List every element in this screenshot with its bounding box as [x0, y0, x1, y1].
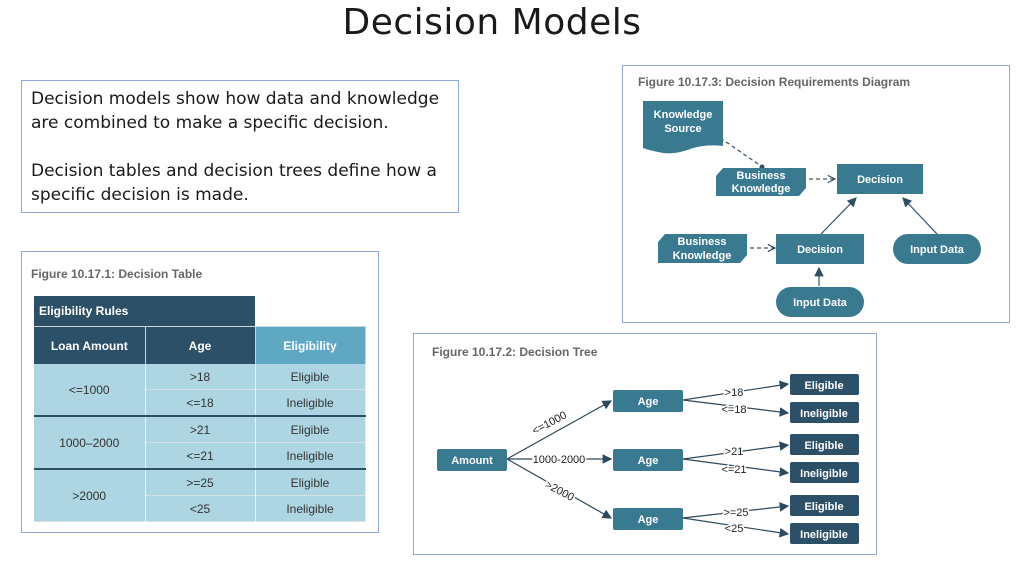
leaf-label: Eligible — [804, 501, 843, 513]
age-cell: <25 — [145, 495, 256, 522]
age-node-label: Age — [638, 514, 659, 526]
decision-bottom-label: Decision — [797, 244, 843, 256]
amount-cell: <=1000 — [34, 364, 146, 417]
amount-cell: 1000–2000 — [34, 416, 146, 470]
decision-top-node: Decision — [837, 164, 923, 194]
tree-leaf-eligible: Eligible — [790, 495, 859, 516]
tree-age-node: Age — [613, 449, 683, 471]
decision-tree-caption: Figure 10.17.2: Decision Tree — [432, 345, 598, 359]
edge-root-branch-1 — [506, 400, 613, 460]
edge-leaf — [682, 441, 790, 460]
drd-diagram: Knowledge Source Business Knowledge Deci… — [643, 101, 981, 317]
branch-condition-1: <=1000 — [530, 409, 569, 437]
tree-leaf-eligible: Eligible — [790, 374, 859, 395]
branch-condition-3: >2000 — [543, 479, 576, 504]
result-cell: Eligible — [255, 469, 366, 496]
column-header-eligibility: Eligibility — [255, 326, 366, 364]
bk-top-label-2: Knowledge — [732, 183, 791, 195]
tree-leaf-ineligible: Ineligible — [790, 402, 859, 423]
drd-panel: Figure 10.17.3: Decision Requirements Di… — [622, 65, 1010, 323]
decision-table: Eligibility Rules Loan Amount Age Eligib… — [34, 296, 366, 522]
age-cell: >18 — [145, 364, 256, 390]
result-cell: Eligible — [255, 416, 366, 443]
input-data-right-node: Input Data — [893, 234, 981, 264]
edge-leaf — [682, 517, 790, 538]
leaf-condition: >=25 — [723, 507, 748, 519]
description-textbox: Decision models show how data and knowle… — [21, 80, 459, 213]
leaf-edges — [682, 380, 790, 538]
knowledge-source-label-1: Knowledge — [654, 109, 713, 121]
tree-age-node: Age — [613, 508, 683, 530]
tree-leaf-ineligible: Ineligible — [790, 462, 859, 483]
column-header-age: Age — [145, 326, 256, 364]
edge-leaf — [682, 380, 790, 401]
age-cell: <=18 — [145, 389, 256, 417]
result-cell: Ineligible — [255, 495, 366, 522]
leaf-condition: <=18 — [721, 404, 746, 416]
branch-condition-2: 1000-2000 — [533, 454, 586, 466]
age-node-label: Age — [638, 396, 659, 408]
amount-cell: >2000 — [34, 469, 146, 522]
age-cell: >=25 — [145, 469, 256, 496]
business-knowledge-bottom-node: Business Knowledge — [658, 234, 747, 263]
leaf-condition: >18 — [725, 387, 744, 399]
tree-root-node: Amount — [437, 449, 507, 471]
age-cell: >21 — [145, 416, 256, 443]
bk-bottom-label-1: Business — [678, 236, 727, 248]
decision-top-label: Decision — [857, 174, 903, 186]
decision-bottom-to-decision-top — [820, 197, 857, 235]
business-knowledge-top-node: Business Knowledge — [716, 168, 806, 196]
decision-tree-panel: Figure 10.17.2: Decision Tree <=1000 100… — [413, 333, 877, 555]
table-row: >2000 >=25 Eligible — [34, 469, 366, 522]
decision-bottom-node: Decision — [776, 234, 864, 264]
leaf-condition: <=21 — [721, 464, 746, 476]
description-paragraph-2: Decision tables and decision trees defin… — [31, 161, 437, 205]
eligibility-rules-header: Eligibility Rules — [34, 296, 255, 327]
age-node-label: Age — [638, 455, 659, 467]
leaf-label: Eligible — [804, 380, 843, 392]
leaf-label: Eligible — [804, 440, 843, 452]
edge-leaf — [682, 458, 790, 477]
leaf-label: Ineligible — [800, 468, 848, 480]
result-cell: Ineligible — [255, 389, 366, 417]
input-data-right-label: Input Data — [910, 244, 965, 256]
bk-bottom-label-2: Knowledge — [673, 250, 732, 262]
ks-to-bk-connector — [702, 125, 762, 167]
edge-leaf — [682, 399, 790, 417]
drd-caption: Figure 10.17.3: Decision Requirements Di… — [638, 75, 911, 89]
table-row: <=18 Ineligible — [34, 389, 366, 417]
input-data-bottom-label: Input Data — [793, 297, 848, 309]
table-row: 1000–2000 >21 Eligible — [34, 416, 366, 470]
knowledge-source-node: Knowledge Source — [643, 101, 723, 154]
edge-leaf — [682, 502, 790, 519]
input-right-to-decision-top — [902, 197, 938, 235]
result-cell: Eligible — [255, 364, 366, 390]
age-cell: <=21 — [145, 442, 256, 470]
table-row: <=21 Ineligible — [34, 442, 366, 470]
tree-leaf-eligible: Eligible — [790, 434, 859, 455]
slide-title: Decision Models — [342, 2, 642, 43]
knowledge-source-label-2: Source — [664, 123, 701, 135]
input-data-bottom-node: Input Data — [776, 287, 864, 317]
edge-root-branch-3 — [506, 458, 613, 519]
decision-table-caption: Figure 10.17.1: Decision Table — [31, 267, 203, 281]
bk-top-label-1: Business — [737, 170, 786, 182]
decision-tree-diagram: <=1000 1000-2000 >2000 >18 <=18 >21 <=21… — [437, 374, 859, 544]
column-header-loan-amount: Loan Amount — [34, 326, 146, 364]
table-row: <=1000 >18 Eligible — [34, 364, 366, 417]
leaf-label: Ineligible — [800, 408, 848, 420]
table-row: <25 Ineligible — [34, 495, 366, 522]
leaf-condition: >21 — [725, 446, 744, 458]
tree-age-node: Age — [613, 390, 683, 412]
tree-leaf-ineligible: Ineligible — [790, 523, 859, 544]
tree-root-label: Amount — [451, 455, 493, 467]
leaf-condition: <25 — [725, 523, 744, 535]
leaf-label: Ineligible — [800, 529, 848, 541]
result-cell: Ineligible — [255, 442, 366, 470]
decision-table-panel: Figure 10.17.1: Decision Table Eligibili… — [21, 251, 379, 533]
description-paragraph-1: Decision models show how data and knowle… — [31, 89, 440, 133]
